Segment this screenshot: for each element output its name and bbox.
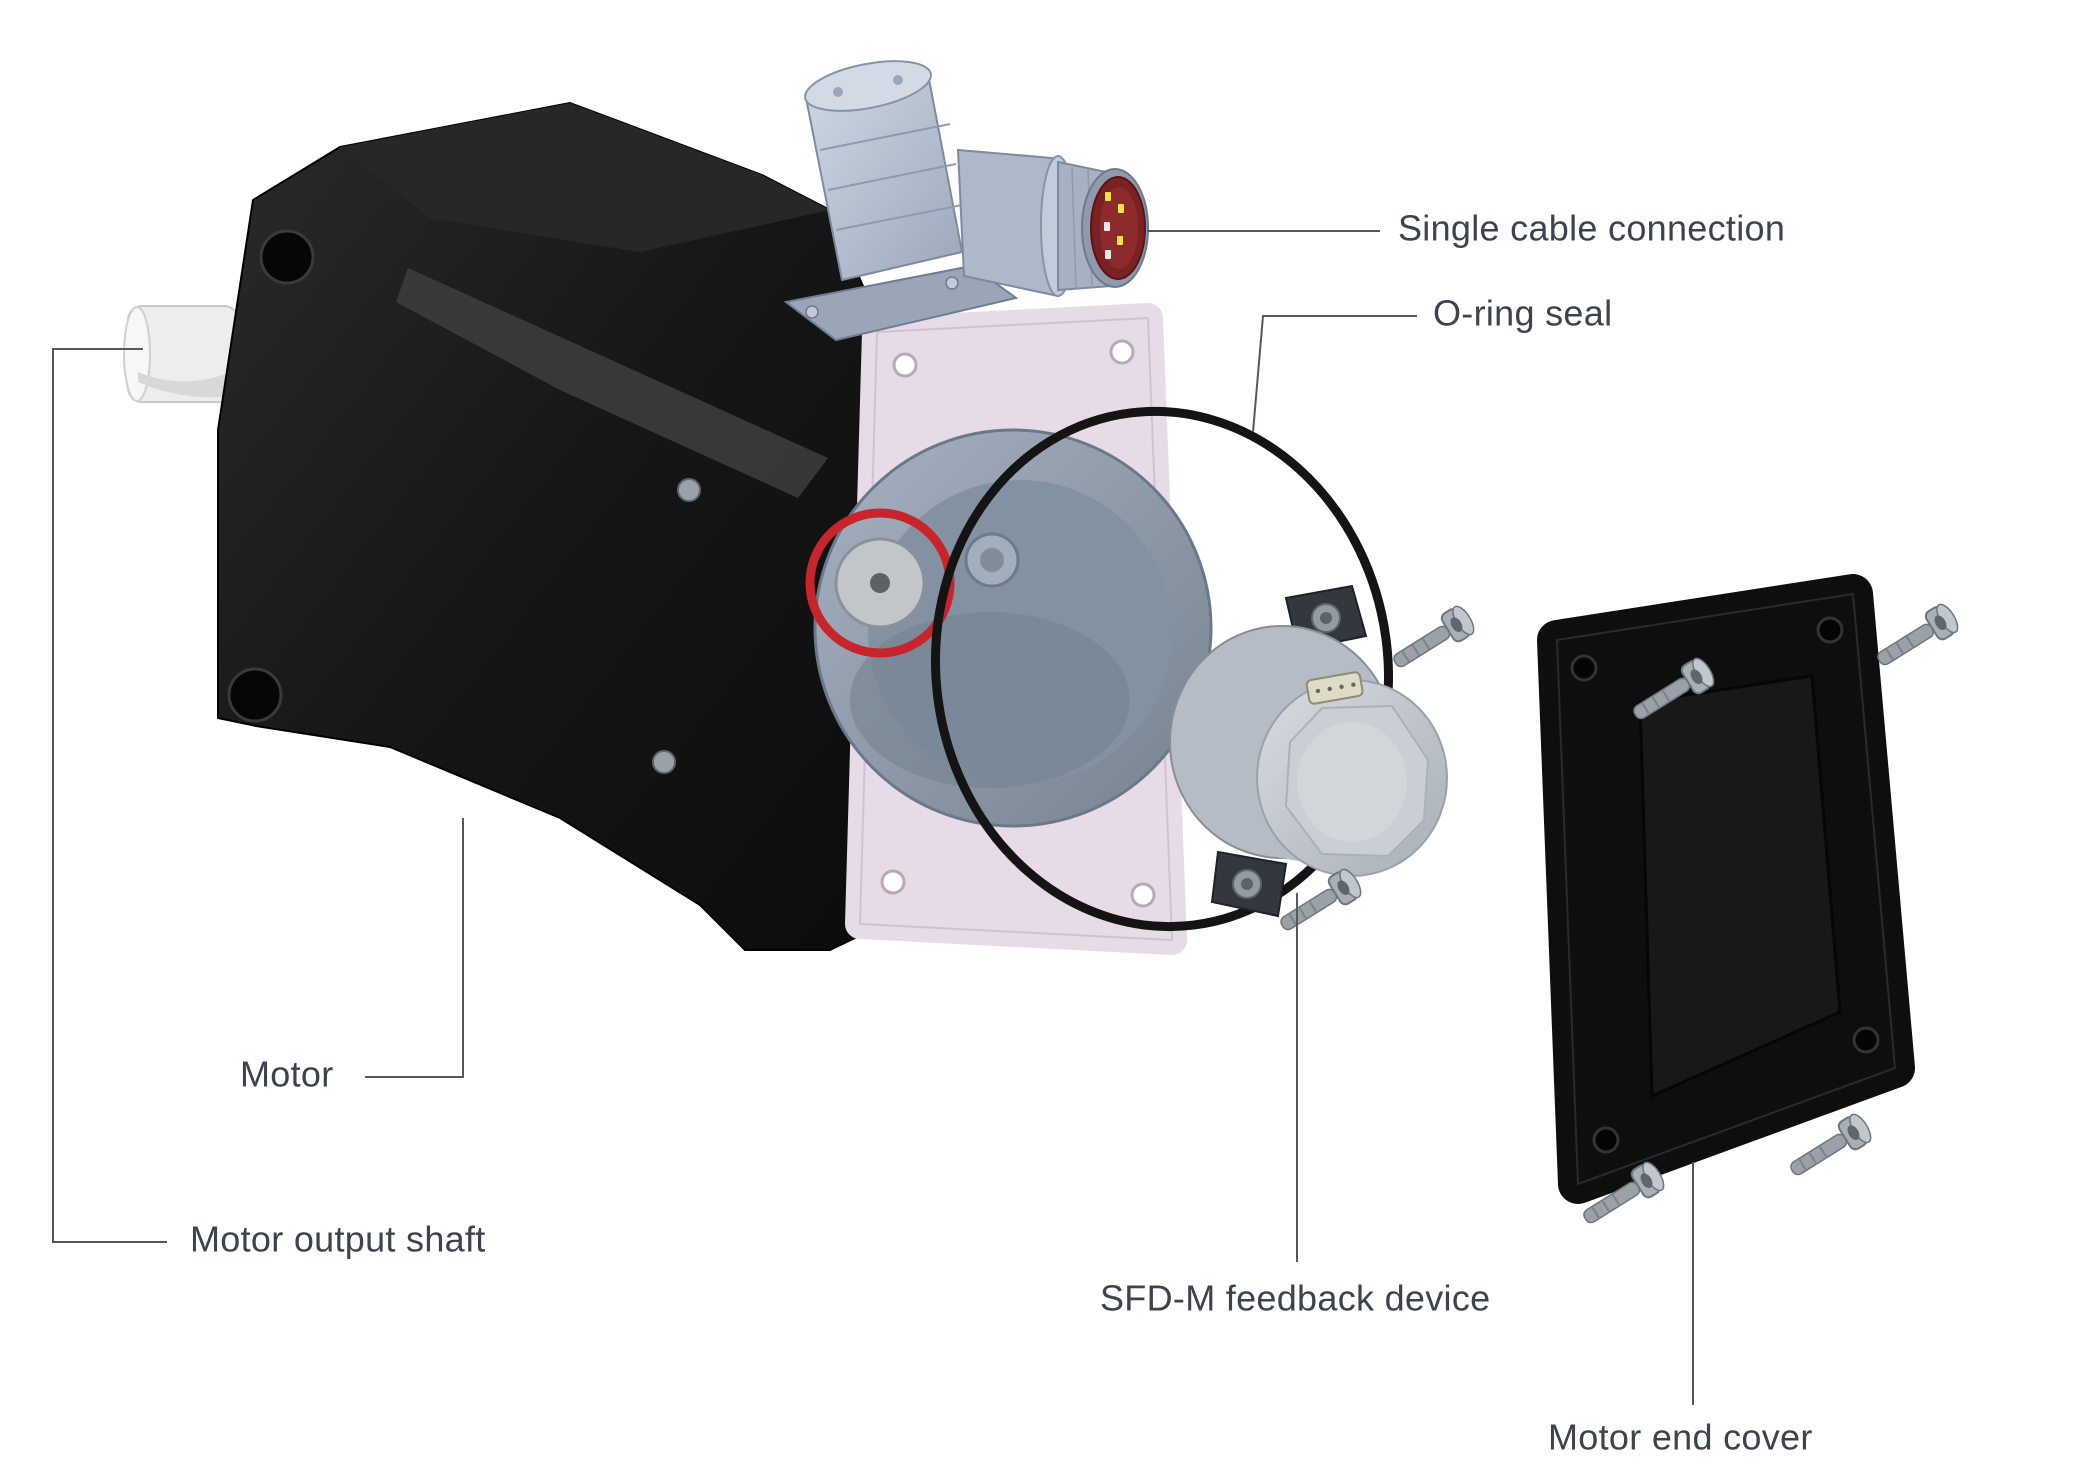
cover-hole-tl xyxy=(1570,654,1598,682)
shaft-end-face xyxy=(123,306,151,402)
shaft-shading xyxy=(138,370,236,398)
leader-shaft xyxy=(52,348,167,1243)
label-single-cable-connection: Single cable connection xyxy=(1398,208,1785,249)
cap-screw-left xyxy=(833,87,843,97)
label-motor: Motor xyxy=(240,1054,334,1095)
mounting-hole-bottom xyxy=(227,667,283,723)
cap-screw-right xyxy=(893,75,903,85)
motor-end-cover xyxy=(1537,574,1915,1204)
cover-hole-br xyxy=(1852,1026,1880,1054)
screw-feedback-top xyxy=(1385,602,1479,678)
motor-top-facet xyxy=(340,103,830,252)
end-cover-inner-panel xyxy=(1638,674,1842,1099)
screw-feedback-bottom xyxy=(1272,865,1366,941)
label-oring-seal: O-ring seal xyxy=(1433,293,1612,334)
foot-screw-left xyxy=(805,305,819,319)
leader-motor xyxy=(365,818,464,1078)
flange-hole-tl xyxy=(892,352,918,378)
label-motor-end-cover: Motor end cover xyxy=(1548,1417,1813,1458)
foot-screw-right xyxy=(945,276,959,290)
pin-2 xyxy=(1118,204,1124,213)
motor-body xyxy=(217,102,883,951)
pin-4 xyxy=(1117,236,1123,245)
mounting-hole-top xyxy=(259,229,315,285)
cover-hole-bl xyxy=(1592,1126,1620,1154)
motor-flange xyxy=(805,303,1213,955)
label-motor-output-shaft: Motor output shaft xyxy=(190,1219,486,1260)
flange-hole-br xyxy=(1130,882,1156,908)
connector-top-cap xyxy=(804,60,932,112)
motor-output-shaft xyxy=(123,305,239,403)
body-bolt-top xyxy=(677,478,701,502)
clamp-screw-bottom-socket xyxy=(1241,878,1253,890)
pin-3 xyxy=(1104,222,1110,231)
cable-connector xyxy=(783,60,1149,342)
o-ring xyxy=(930,406,1394,932)
motor-chamfer-highlight xyxy=(396,268,828,498)
cover-hole-tr xyxy=(1816,616,1844,644)
leader-oring xyxy=(1252,315,1417,433)
screw-cover-top-right xyxy=(1869,600,1963,676)
pin-5 xyxy=(1105,250,1111,259)
connector-ribs xyxy=(819,123,963,231)
connector-plug-face xyxy=(1081,168,1149,288)
flange-hole-tr xyxy=(1109,339,1135,365)
device-face-center xyxy=(1297,722,1407,842)
feedback-device xyxy=(1169,584,1448,918)
flange-hole-bl xyxy=(880,869,906,895)
end-cover-edge-highlight xyxy=(1556,593,1896,1185)
device-connector-slot xyxy=(1305,671,1364,705)
pin-1 xyxy=(1105,192,1111,201)
flange-cavity xyxy=(805,428,1213,828)
clamp-screw-top-socket xyxy=(1320,612,1332,624)
hub-center xyxy=(870,573,890,593)
resolver-stub-center xyxy=(980,548,1004,572)
body-bolt-bottom xyxy=(652,750,676,774)
label-sfd-feedback-device: SFD-M feedback device xyxy=(1100,1278,1490,1319)
